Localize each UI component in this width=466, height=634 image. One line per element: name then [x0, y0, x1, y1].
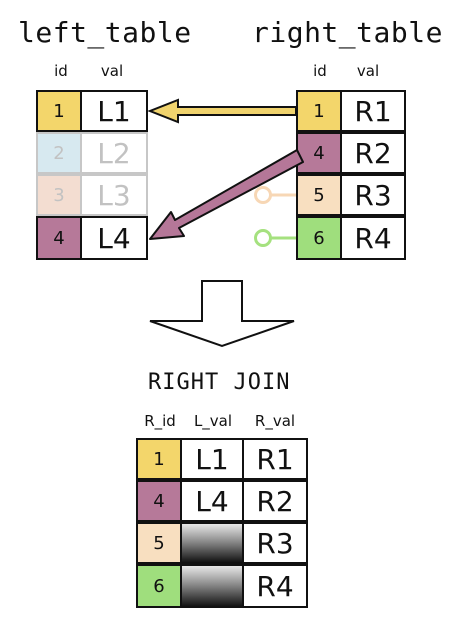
left-header-id: id: [54, 62, 68, 80]
join-row-2-r-val: R2: [242, 480, 308, 522]
right-row-4-val: R4: [340, 216, 406, 260]
match-arrow-4: [149, 149, 304, 240]
join-row-3-r-val: R3: [242, 522, 308, 564]
left-row-2-val: L2: [80, 132, 148, 174]
join-row-2-r-id: 4: [136, 480, 182, 522]
join-row-3-null-l-val: [180, 522, 244, 564]
right-row-1-val: R1: [340, 90, 406, 132]
left-row-4-val: L4: [80, 216, 148, 260]
left-row-3-id: 3: [36, 174, 82, 216]
right-row-2-val: R2: [340, 132, 406, 174]
left-row-3-val: L3: [80, 174, 148, 216]
join-header-r-id: R_id: [144, 412, 176, 430]
join-row-4-r-val: R4: [242, 564, 308, 608]
right-table-title: right_table: [252, 16, 443, 49]
down-arrow: [149, 280, 295, 348]
left-row-1-val: L1: [80, 90, 148, 132]
no-match-stub-5: [254, 186, 296, 204]
join-row-1-l-val: L1: [180, 438, 244, 480]
left-table-title: left_table: [18, 16, 192, 49]
right-header-id: id: [313, 62, 327, 80]
join-row-1-r-id: 1: [136, 438, 182, 480]
right-row-3-val: R3: [340, 174, 406, 216]
join-header-l-val: L_val: [193, 412, 233, 430]
join-row-1-r-val: R1: [242, 438, 308, 480]
no-match-stub-6: [254, 229, 296, 247]
match-arrow-1: [147, 98, 297, 124]
join-title: RIGHT JOIN: [148, 370, 291, 395]
join-row-3-r-id: 5: [136, 522, 182, 564]
left-row-2-id: 2: [36, 132, 82, 174]
left-header-val: val: [100, 62, 124, 80]
right-header-val: val: [356, 62, 380, 80]
join-header-r-val: R_val: [254, 412, 296, 430]
join-row-4-r-id: 6: [136, 564, 182, 608]
join-row-2-l-val: L4: [180, 480, 244, 522]
join-row-4-null-l-val: [180, 564, 244, 608]
